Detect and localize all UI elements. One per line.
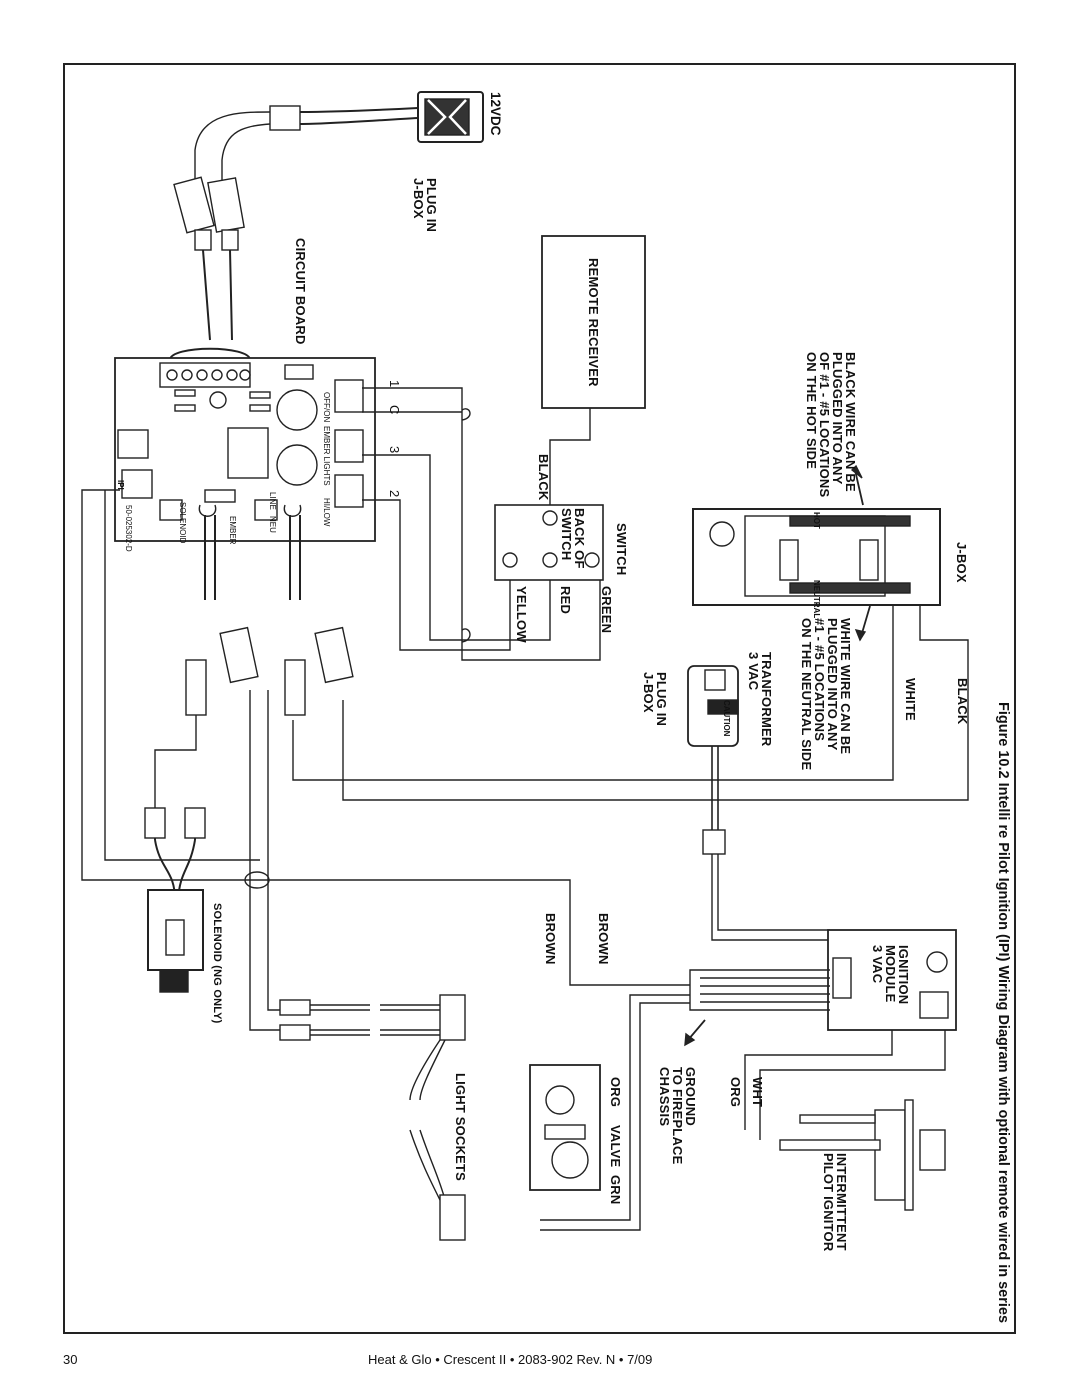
label-12vdc: 12VDC (488, 92, 503, 136)
label-board-line: LINE (268, 492, 277, 510)
remote-receiver (541, 235, 646, 409)
label-board-solenoid: SOLENOID (178, 502, 187, 544)
label-green: GREEN (599, 586, 614, 634)
junction-box (692, 508, 941, 606)
label-valve: VALVE (608, 1125, 623, 1168)
label-terminal-3: 3 (387, 446, 402, 454)
ignition-module (827, 929, 957, 1031)
label-board-ipi: IPI (116, 480, 125, 490)
label-terminal-2: 2 (387, 490, 402, 498)
gas-valve (529, 1064, 601, 1191)
label-org-2: ORG (728, 1077, 743, 1108)
label-hot: HOT (812, 512, 821, 529)
label-red: RED (558, 586, 573, 615)
label-circuit-board: CIRCUIT BOARD (293, 238, 308, 345)
label-grn: GRN (608, 1175, 623, 1205)
footer-doc-info: Heat & Glo • Crescent II • 2083-902 Rev.… (368, 1352, 653, 1367)
label-terminal-c: C (387, 405, 402, 415)
label-solenoid: SOLENOID (NG ONLY) (211, 903, 223, 1024)
label-board-neu: NEU (268, 516, 277, 533)
label-jbox: J-BOX (954, 542, 969, 583)
label-board-offon: OFF/ON (322, 392, 331, 423)
figure-caption: Figure 10.2 Intelli re Pilot Ignition (I… (995, 702, 1011, 1324)
circuit-board (114, 357, 376, 542)
label-switch: SWITCH (614, 523, 629, 576)
label-black-right: BLACK (955, 678, 970, 725)
dc-adapter (417, 91, 484, 143)
label-light-sockets: LIGHT SOCKETS (453, 1073, 468, 1182)
label-caution: CAUTION (722, 700, 731, 737)
label-remote-receiver: REMOTE RECEIVER (586, 258, 601, 387)
label-neutral: NEUTRAL (812, 580, 821, 619)
label-board-ember-lights: EMBER LIGHTS (322, 426, 331, 486)
label-board-part: 50-025302-D (124, 505, 133, 552)
label-white-right: WHITE (903, 678, 918, 721)
label-board-hilow: HI/LOW (322, 498, 331, 527)
transformer (687, 665, 739, 747)
label-brown-2: BROWN (543, 913, 558, 965)
pilot-ignitor (779, 1099, 946, 1211)
solenoid (144, 807, 206, 993)
label-org-1: ORG (608, 1077, 623, 1108)
light-sockets (279, 994, 466, 1241)
label-black: BLACK (536, 454, 551, 501)
label-brown-1: BROWN (596, 913, 611, 965)
label-yellow: YELLOW (514, 586, 529, 643)
label-wht: WHT (750, 1077, 765, 1108)
label-board-ember: EMBER (228, 516, 237, 545)
label-terminal-1: 1 (387, 380, 402, 388)
page-number: 30 (63, 1352, 78, 1367)
diagram-frame (63, 63, 1016, 1334)
